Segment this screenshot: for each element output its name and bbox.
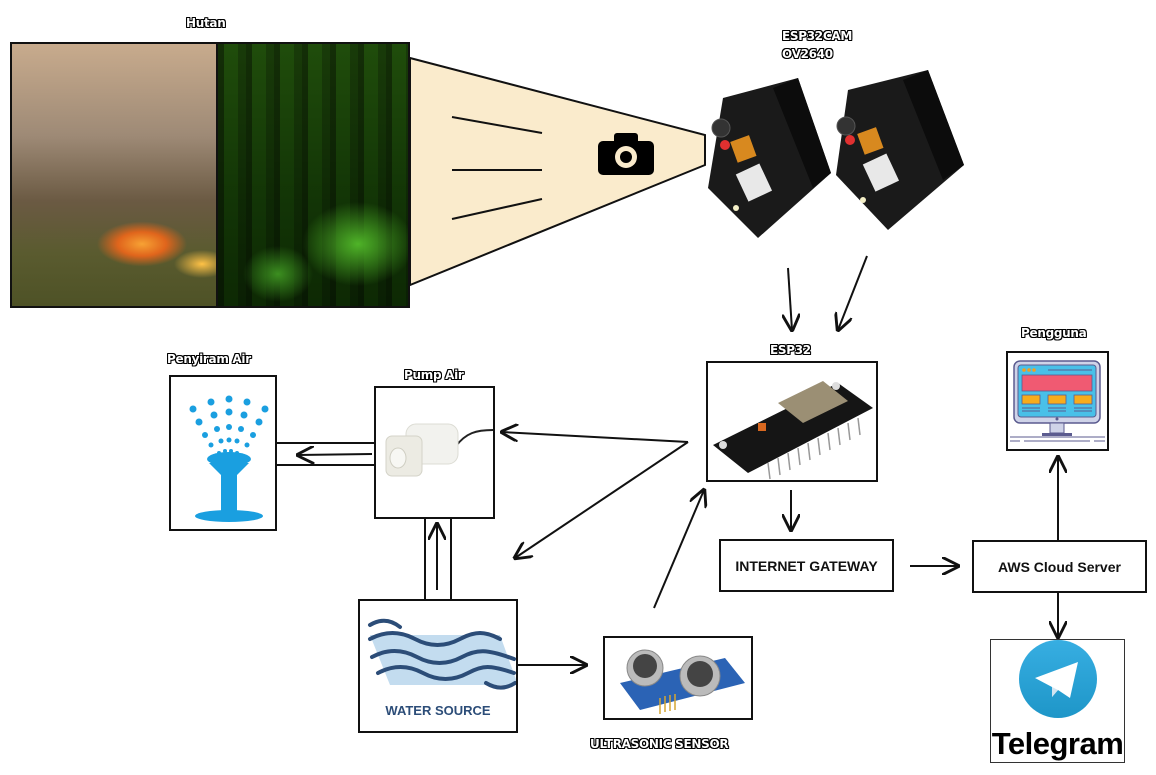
forest-fire-image [12, 44, 218, 306]
esp32cam-sensor-label: OV2640 [782, 47, 833, 61]
esp32-label: ESP32 [770, 343, 811, 357]
monitor-icon [1010, 360, 1105, 442]
water-source-node: WATER SOURCE [358, 599, 518, 733]
pump-image [385, 423, 494, 477]
ultrasonic-sensor-image [620, 649, 745, 714]
internet-gateway-node: INTERNET GATEWAY [719, 539, 894, 592]
sprinkler-node [169, 375, 277, 531]
internet-gateway-label: INTERNET GATEWAY [735, 557, 878, 574]
esp32cam-label: ESP32CAM [782, 29, 852, 43]
esp32-board-image [713, 381, 873, 480]
ultrasonic-label: ULTRASONIC SENSOR [590, 737, 729, 751]
healthy-forest-image [218, 44, 408, 306]
water-waves-icon [368, 618, 516, 690]
esp32cam-board-2 [828, 70, 968, 230]
pump-label: Pump Air [404, 368, 464, 382]
user-node [1006, 351, 1109, 451]
sprinkler-label: Penyiram Air [167, 352, 251, 366]
ultrasonic-node [603, 636, 753, 720]
pump-node [374, 386, 495, 519]
water-source-label: WATER SOURCE [385, 703, 491, 718]
sprinkler-icon [189, 395, 269, 522]
esp32cam-board-1 [703, 78, 833, 238]
telegram-label: Telegram [991, 726, 1124, 761]
telegram-logo-icon [1019, 640, 1097, 718]
aws-cloud-server-node: AWS Cloud Server [972, 540, 1147, 593]
forest-image-panel [10, 42, 410, 308]
esp32-node [706, 361, 878, 482]
camera-icon [598, 133, 654, 175]
forest-label: Hutan [186, 16, 226, 30]
user-label: Pengguna [1021, 326, 1087, 340]
aws-cloud-server-label: AWS Cloud Server [998, 558, 1121, 575]
telegram-node: Telegram [990, 639, 1125, 763]
